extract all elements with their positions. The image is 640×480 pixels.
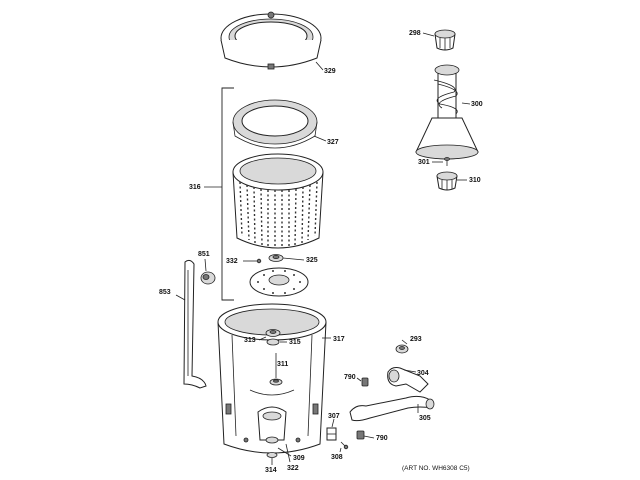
callout-305: 305 (419, 415, 431, 422)
hose-clamp-upper (361, 377, 369, 387)
callout-313: 313 (244, 337, 256, 344)
callout-853: 853 (159, 289, 171, 296)
agitator-cap-part (434, 29, 456, 51)
drain-hose-part (349, 395, 435, 422)
drain-seal-part (265, 436, 279, 444)
callout-301: 301 (418, 159, 430, 166)
callout-329: 329 (324, 68, 336, 75)
callout-332: 332 (226, 258, 238, 265)
callout-310: 310 (469, 177, 481, 184)
callout-790-lower: 790 (376, 435, 388, 442)
tub-bearing-part (266, 338, 280, 346)
callout-309: 309 (293, 455, 305, 462)
callout-311: 311 (277, 361, 288, 368)
callout-314: 314 (265, 467, 277, 474)
wash-basket-part (232, 153, 324, 249)
drive-bell-part (436, 171, 458, 191)
balance-ring-part (232, 99, 327, 149)
outer-tub-part (217, 303, 327, 454)
callout-307: 307 (328, 413, 340, 420)
assembly-bracket (221, 87, 234, 301)
drain-boot-part (269, 378, 283, 386)
fill-hose-part (183, 259, 207, 389)
screw-part (340, 441, 349, 450)
art-number: (ART NO. WH6308 C5) (402, 465, 470, 472)
tub-cover-part (220, 11, 324, 71)
agitator-part (415, 64, 479, 160)
callout-298: 298 (409, 30, 421, 37)
basket-hub-plate (249, 267, 309, 297)
callout-325: 325 (306, 257, 318, 264)
callout-308: 308 (331, 454, 343, 461)
callout-293: 293 (410, 336, 422, 343)
pump-hose-part (387, 367, 429, 393)
agitator-bolt-part (444, 157, 450, 166)
bracket-part (326, 427, 337, 441)
washer-part (266, 452, 278, 458)
tub-seal-part (265, 329, 281, 337)
callout-315: 315 (289, 339, 301, 346)
callout-316: 316 (189, 184, 201, 191)
callout-304: 304 (417, 370, 429, 377)
hub-nut-part (268, 254, 284, 262)
callout-851: 851 (198, 251, 210, 258)
callout-300: 300 (471, 101, 483, 108)
callout-322: 322 (287, 465, 299, 472)
callout-327: 327 (327, 139, 339, 146)
callout-790-upper: 790 (344, 374, 356, 381)
hose-clip-part (200, 271, 216, 285)
callout-317: 317 (333, 336, 345, 343)
hose-clamp-lower (356, 430, 365, 440)
pump-clamp-part (395, 344, 409, 354)
